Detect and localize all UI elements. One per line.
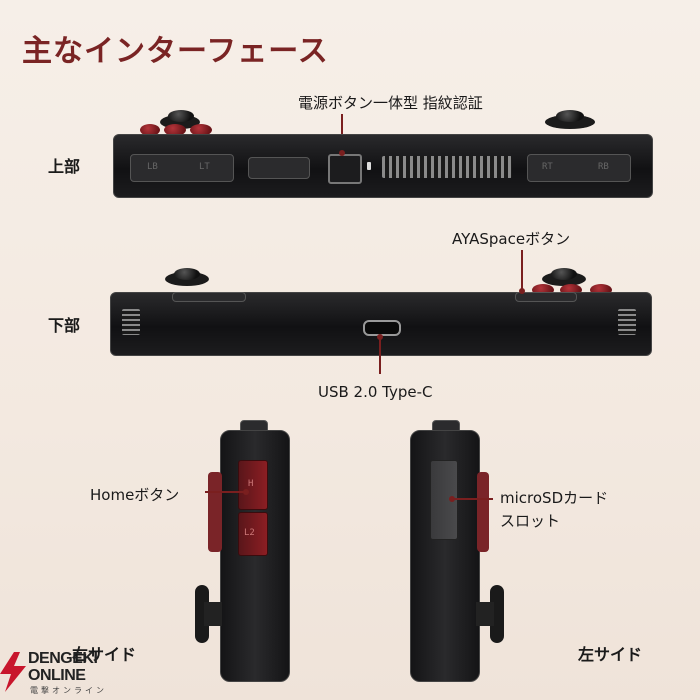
ayaspace-callout-dot — [519, 288, 525, 294]
led-indicator — [367, 162, 371, 170]
power-button-callout-label: 電源ボタン一体型 指紋認証 — [298, 94, 483, 112]
home-callout-dot — [243, 489, 249, 495]
right-side-stick-profile — [195, 585, 209, 643]
ayaspace-button — [515, 292, 577, 302]
left-stick-cap-top — [168, 110, 194, 122]
right-side-red-edge — [208, 472, 222, 552]
section-label-top: 上部 — [48, 157, 81, 176]
bottom-button-strip — [172, 292, 246, 302]
speaker-grille-right — [618, 309, 636, 335]
left-shoulder-buttons: LB LT — [130, 154, 234, 182]
microsd-callout-line — [453, 498, 493, 500]
section-label-left-side: 左サイド — [578, 645, 643, 664]
watermark-line2: ONLINE — [28, 667, 86, 684]
usb-callout-dot — [377, 334, 383, 340]
usb-c-port — [363, 320, 401, 336]
face-button-red — [164, 124, 186, 136]
dengeki-online-logo: DENGEKI ONLINE 電撃オンライン — [0, 646, 130, 700]
microsd-callout-dot — [449, 496, 455, 502]
right-shoulder-buttons: RT RB — [527, 154, 631, 182]
watermark-sub: 電撃オンライン — [30, 686, 107, 695]
face-button-red — [190, 124, 212, 136]
left-side-stick-neck — [476, 602, 494, 626]
face-button-red — [140, 124, 160, 136]
power-button-callout-dot — [339, 150, 345, 156]
left-side-stick-profile — [490, 585, 504, 643]
right-stick-cap-top — [556, 110, 584, 122]
left-stick-cap-bottom — [174, 268, 200, 280]
section-label-bottom: 下部 — [48, 316, 81, 335]
speaker-grille-left — [122, 309, 140, 335]
lightning-icon — [0, 652, 26, 692]
microsd-callout-label-line2: スロット — [500, 512, 561, 530]
left-side-red-edge — [477, 472, 489, 552]
usb-callout-line — [379, 338, 381, 374]
lt-mark: LT — [199, 162, 210, 172]
slide-switch — [248, 157, 310, 179]
power-fingerprint-button — [328, 154, 362, 184]
right-side-lower-button: L2 — [238, 512, 268, 556]
rb-mark: RB — [598, 162, 609, 172]
ayaspace-callout-label: AYASpaceボタン — [452, 230, 571, 248]
microsd-callout-label-line1: microSDカード — [500, 489, 609, 507]
home-mark: H — [248, 479, 254, 489]
section-label-right-side: 右サイド — [72, 645, 137, 664]
home-callout-line — [205, 491, 245, 493]
l2-mark: L2 — [244, 528, 255, 538]
usb-callout-label: USB 2.0 Type-C — [318, 383, 433, 401]
top-vent — [382, 156, 512, 178]
ayaspace-callout-line — [521, 250, 523, 292]
device-bottom-body — [110, 292, 652, 356]
home-button: H — [238, 460, 268, 510]
watermark-line1: DENGEKI — [28, 650, 98, 667]
home-callout-label: Homeボタン — [90, 486, 180, 504]
right-side-stick-neck — [204, 602, 222, 626]
page-title: 主なインターフェース — [22, 34, 329, 69]
lb-mark: LB — [147, 162, 158, 172]
right-stick-cap-bottom — [551, 268, 577, 280]
rt-mark: RT — [542, 162, 553, 172]
